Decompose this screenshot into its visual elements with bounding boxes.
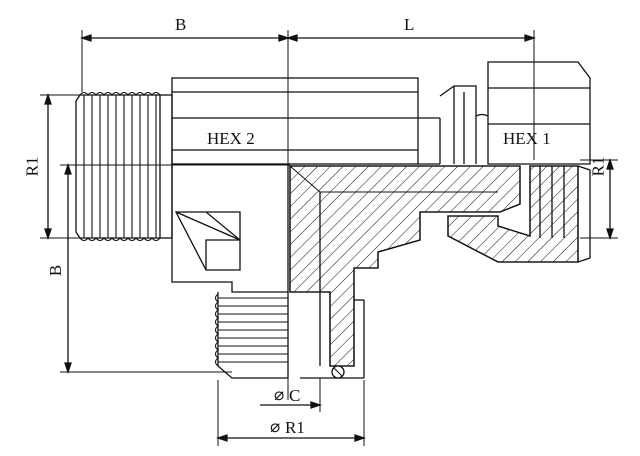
nut-section	[447, 165, 591, 263]
hex2-body	[171, 77, 441, 165]
dimension-r1-right	[580, 157, 618, 241]
label-hex1: HEX 1	[503, 129, 551, 148]
label-b-left: B	[46, 264, 66, 277]
label-c: C	[289, 386, 301, 405]
label-l: L	[404, 15, 415, 34]
diameter-symbol-c: ⌀	[274, 385, 285, 404]
label-b-top: B	[175, 15, 187, 34]
dimension-c	[260, 378, 323, 412]
dimension-l	[285, 30, 537, 160]
diameter-symbol-r1: ⌀	[270, 417, 281, 436]
label-r1-bottom: R1	[285, 418, 305, 437]
label-hex2: HEX 2	[207, 129, 255, 148]
section-view	[289, 165, 521, 379]
hex1-nut	[439, 61, 591, 165]
left-thread	[75, 91, 173, 242]
tee-body	[171, 164, 289, 293]
label-r1-right: R1	[588, 156, 608, 177]
dimension-r1-bottom	[215, 380, 367, 446]
bottom-thread	[214, 292, 289, 379]
label-r1-left: R1	[22, 156, 42, 177]
dimension-b-left	[60, 162, 290, 375]
dimension-b-top	[79, 30, 291, 92]
dimension-r1-left	[40, 92, 90, 241]
